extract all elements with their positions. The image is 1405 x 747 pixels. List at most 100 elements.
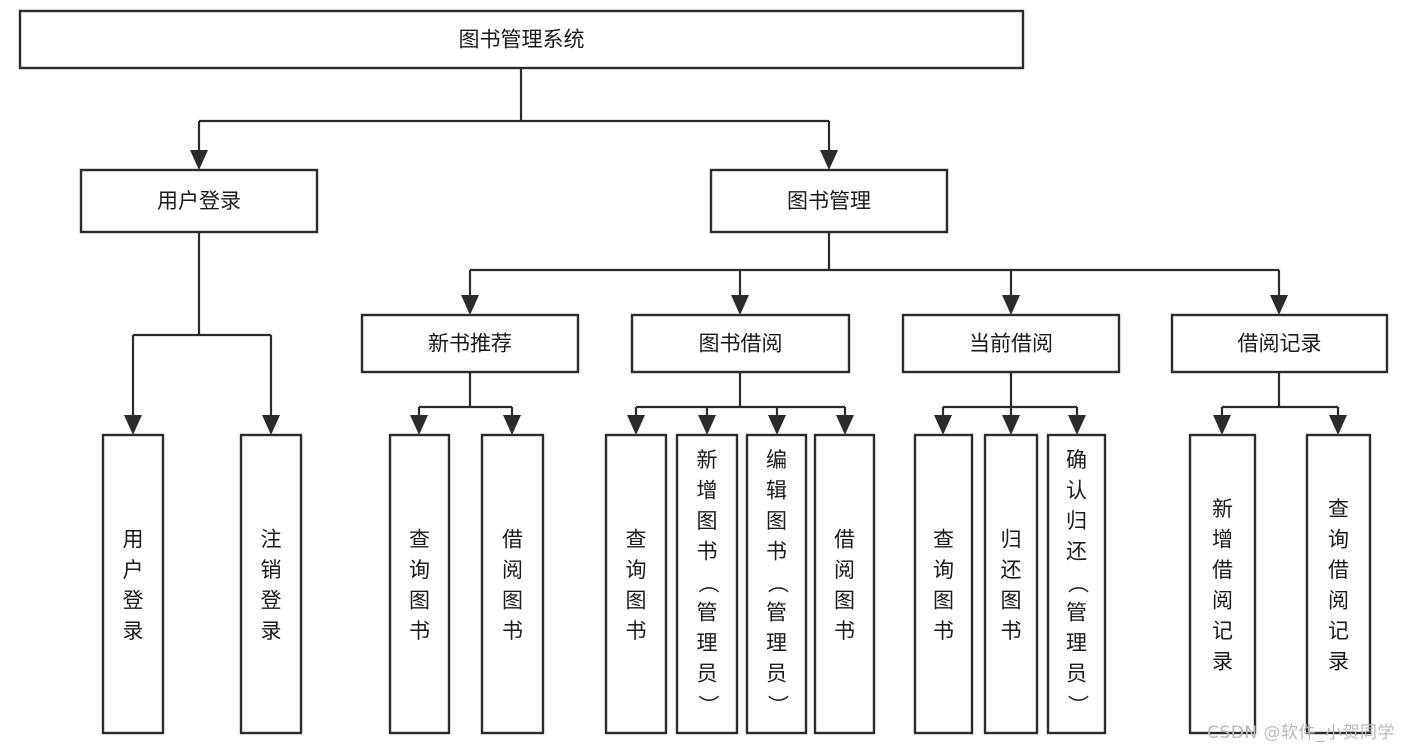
svg-text:书: 书 [766, 540, 787, 564]
node-level3-0-label: 新书推荐 [428, 332, 512, 356]
node-leaf-4[interactable] [604, 433, 668, 735]
node-leaf-8[interactable] [913, 433, 974, 735]
svg-text:还: 还 [1066, 540, 1087, 564]
arrow-head-icon [1002, 295, 1020, 315]
node-level3-1-label: 图书借阅 [699, 332, 783, 356]
svg-text:户: 户 [123, 558, 144, 582]
svg-text:归: 归 [1001, 527, 1022, 551]
svg-text:新: 新 [697, 448, 718, 472]
node-level3-1[interactable] [630, 313, 851, 374]
svg-text:书: 书 [409, 619, 430, 643]
arrow-head-icon [934, 415, 952, 435]
svg-text:员: 员 [1066, 662, 1087, 686]
svg-text:用: 用 [123, 527, 144, 551]
node-leaf-12[interactable] [1305, 433, 1372, 735]
arrow-head-icon [461, 295, 479, 315]
arrow-head-icon [1068, 415, 1086, 435]
svg-text:阅: 阅 [834, 558, 855, 582]
svg-text:图: 图 [933, 588, 954, 612]
svg-text:借: 借 [1328, 558, 1349, 582]
arrow-head-icon [262, 415, 280, 435]
node-leaf-5[interactable] [675, 433, 739, 735]
arrow-head-icon [124, 415, 142, 435]
svg-text:登: 登 [123, 588, 144, 612]
svg-text:管: 管 [766, 601, 787, 625]
svg-text:借: 借 [502, 527, 523, 551]
svg-text:图: 图 [409, 588, 430, 612]
svg-text:询: 询 [1328, 527, 1349, 551]
node-level2-0-label: 用户登录 [157, 189, 241, 213]
node-leaf-2[interactable] [388, 433, 451, 735]
svg-text:记: 记 [1212, 619, 1233, 643]
svg-text:（: （ [766, 573, 790, 594]
node-root-system-label: 图书管理系统 [459, 28, 585, 52]
arrow-head-icon [1002, 415, 1020, 435]
node-leaf-1[interactable] [239, 433, 303, 735]
arrow-head-icon [1270, 295, 1288, 315]
svg-text:阅: 阅 [1328, 588, 1349, 612]
svg-text:登: 登 [261, 588, 282, 612]
svg-text:书: 书 [933, 619, 954, 643]
svg-text:认: 认 [1066, 479, 1087, 503]
node-leaf-3[interactable] [480, 433, 545, 735]
node-level2-1[interactable] [709, 168, 949, 234]
node-level2-1-label: 图书管理 [787, 189, 871, 213]
svg-text:录: 录 [123, 619, 144, 643]
svg-text:管: 管 [1066, 601, 1087, 625]
svg-text:书: 书 [626, 619, 647, 643]
svg-text:辑: 辑 [766, 479, 787, 503]
arrow-head-icon [503, 415, 521, 435]
svg-text:确: 确 [1066, 448, 1087, 472]
svg-text:新: 新 [1212, 497, 1233, 521]
node-leaf-0[interactable] [101, 433, 165, 735]
arrow-head-icon [410, 415, 428, 435]
svg-text:记: 记 [1328, 619, 1349, 643]
svg-text:理: 理 [1066, 631, 1087, 655]
svg-text:销: 销 [261, 558, 282, 582]
node-level3-3[interactable] [1170, 313, 1389, 374]
node-level2-0[interactable] [79, 168, 319, 234]
node-level3-3-label: 借阅记录 [1238, 332, 1322, 356]
svg-text:增: 增 [1212, 527, 1233, 551]
svg-text:员: 员 [697, 662, 718, 686]
svg-text:还: 还 [1001, 558, 1022, 582]
svg-text:查: 查 [933, 527, 954, 551]
arrow-head-icon [836, 415, 854, 435]
svg-text:录: 录 [1328, 649, 1349, 673]
svg-text:书: 书 [834, 619, 855, 643]
connector-layer [124, 68, 1347, 435]
svg-text:（: （ [696, 573, 720, 594]
svg-text:注: 注 [261, 527, 282, 551]
svg-text:借: 借 [834, 527, 855, 551]
svg-text:查: 查 [409, 527, 430, 551]
node-leaf-11[interactable] [1188, 433, 1257, 735]
node-leaf-9[interactable] [983, 433, 1039, 735]
svg-text:询: 询 [933, 558, 954, 582]
node-root-system[interactable] [18, 9, 1025, 70]
node-level3-0[interactable] [360, 313, 580, 374]
arrow-head-icon [698, 415, 716, 435]
arrow-head-icon [731, 295, 749, 315]
svg-text:图: 图 [1001, 588, 1022, 612]
svg-text:图: 图 [502, 588, 523, 612]
node-level3-2[interactable] [901, 313, 1121, 374]
svg-text:图: 图 [626, 588, 647, 612]
node-layer: 图书管理系统用户登录图书管理新书推荐图书借阅当前借阅借阅记录用户登录注销登录查询… [18, 9, 1389, 735]
node-leaf-6[interactable] [745, 433, 808, 735]
svg-text:理: 理 [697, 631, 718, 655]
node-leaf-7[interactable] [813, 433, 876, 735]
svg-text:借: 借 [1212, 558, 1233, 582]
node-leaf-10[interactable] [1046, 433, 1107, 735]
svg-text:理: 理 [766, 631, 787, 655]
